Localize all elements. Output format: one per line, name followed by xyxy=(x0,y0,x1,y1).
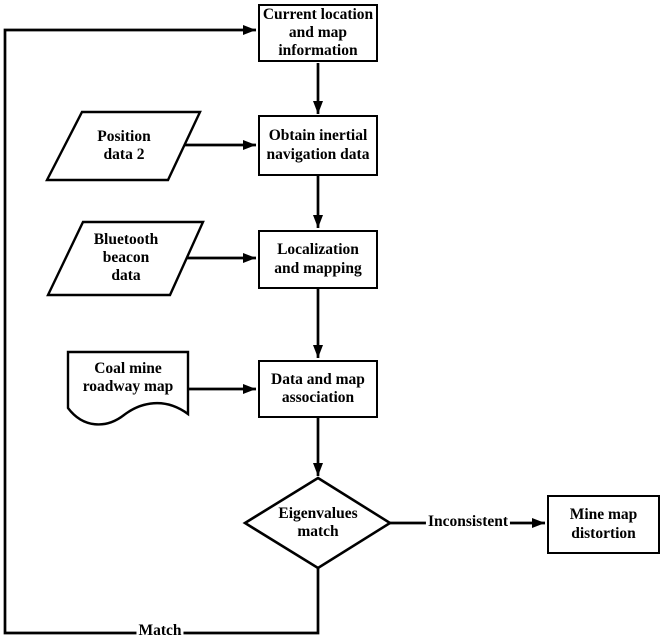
node-mine-map-distortion-label: Mine map distortion xyxy=(569,506,638,542)
node-bluetooth-beacon: Bluetooth beacon data xyxy=(66,224,186,292)
node-coal-mine-roadway-map: Coal mine roadway map xyxy=(68,354,188,402)
node-mine-map-distortion: Mine map distortion xyxy=(547,495,660,554)
node-data-map-association: Data and map association xyxy=(258,360,378,418)
edge-label-match: Match xyxy=(136,622,184,640)
bluetooth-data-shape xyxy=(46,220,205,297)
node-current-location-label: Current location and map information xyxy=(262,5,374,60)
node-position-data-label: Position data 2 xyxy=(97,127,151,163)
node-inertial-navigation: Obtain inertial navigation data xyxy=(258,115,378,176)
arrow-match-loop xyxy=(3,25,320,635)
node-eigenvalues-match-label: Eigenvalues match xyxy=(278,504,358,540)
node-bluetooth-beacon-label: Bluetooth beacon data xyxy=(93,230,159,285)
edge-label-inconsistent: Inconsistent xyxy=(425,513,511,531)
position-data-shape xyxy=(45,110,202,182)
eigenvalues-diamond-shape xyxy=(242,476,393,570)
node-coal-mine-roadway-map-label: Coal mine roadway map xyxy=(82,359,174,395)
node-eigenvalues-match: Eigenvalues match xyxy=(258,497,378,549)
node-localization-mapping: Localization and mapping xyxy=(258,230,378,289)
coal-map-document-shape xyxy=(66,350,190,426)
node-position-data: Position data 2 xyxy=(64,114,184,178)
node-localization-mapping-label: Localization and mapping xyxy=(274,241,362,277)
node-data-map-association-label: Data and map association xyxy=(271,370,365,406)
node-current-location: Current location and map information xyxy=(258,4,378,62)
node-inertial-navigation-label: Obtain inertial navigation data xyxy=(266,127,370,163)
